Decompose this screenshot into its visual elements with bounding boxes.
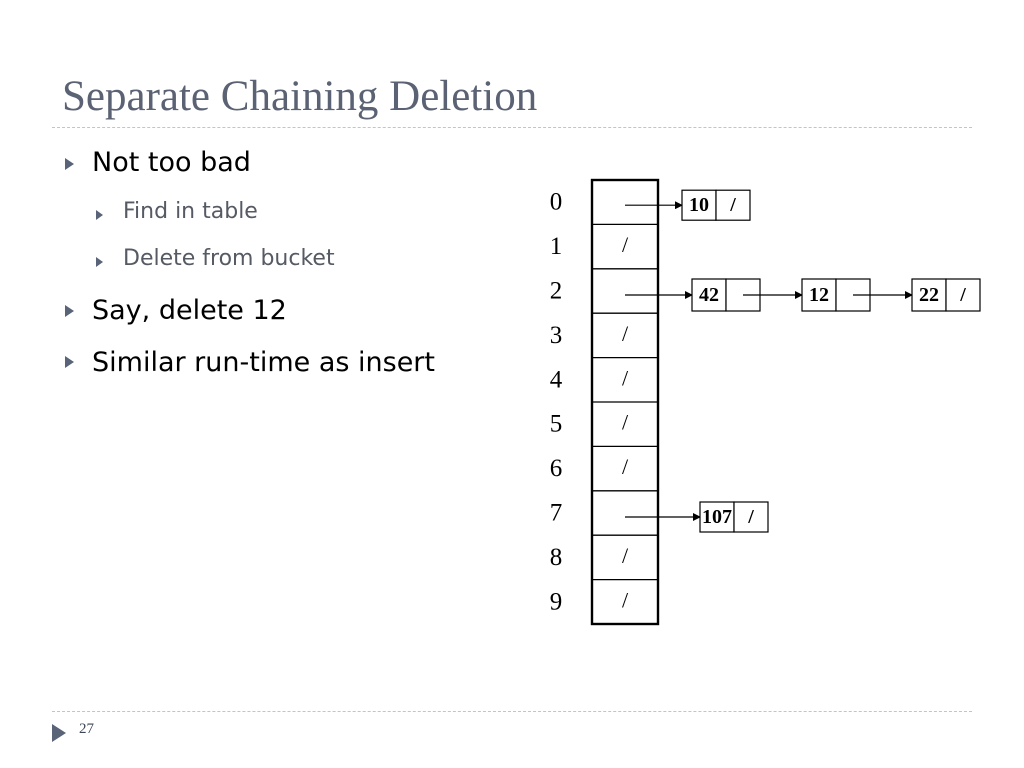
null-slash: / (622, 232, 629, 257)
footer-arrow-icon (52, 724, 66, 742)
bucket-index: 2 (550, 278, 563, 305)
list-node: 10 / (681, 189, 751, 221)
bucket-index: 8 (550, 544, 563, 571)
bullet-text: Find in table (123, 199, 258, 224)
slide-title: Separate Chaining Deletion (62, 73, 538, 120)
bullet-text: Delete from bucket (123, 246, 335, 271)
list-node: 107 / (699, 501, 769, 533)
hash-table: 0 1 / 2 3 / 4 / 5 / 6 / 7 8 / 9 / (550, 178, 660, 626)
null-slash: / (622, 410, 629, 435)
node-null-slash: / (959, 284, 966, 306)
bucket-index: 9 (550, 588, 563, 615)
footer-divider (52, 711, 972, 712)
table-border (590, 178, 660, 626)
bucket-index: 1 (550, 233, 563, 260)
bullet-arrow-icon (96, 210, 103, 220)
node-value-cell (801, 278, 837, 312)
bullet-arrow-icon (65, 356, 74, 368)
bullet-text: Say, delete 12 (92, 295, 287, 326)
list-node: 22 / (911, 278, 981, 312)
bucket-index: 0 (550, 189, 563, 216)
bucket-index: 3 (550, 322, 563, 349)
chain-layer: 10 / 42 12 22 / 107 / (625, 189, 981, 533)
node-value: 42 (699, 284, 719, 306)
node-value-cell (911, 278, 947, 312)
bullet-text: Similar run-time as insert (92, 347, 435, 378)
bullet-text: Not too bad (92, 147, 251, 178)
null-slash: / (622, 587, 629, 612)
bucket-index: 7 (550, 500, 563, 527)
page-number: 27 (79, 721, 94, 737)
null-slash: / (622, 454, 629, 479)
node-value: 107 (702, 506, 732, 528)
bullet-arrow-icon (65, 158, 74, 170)
bullet-arrow-icon (96, 257, 103, 267)
node-next-cell (945, 278, 981, 312)
node-next-cell (733, 501, 769, 533)
null-slash: / (622, 321, 629, 346)
node-null-slash: / (729, 194, 736, 216)
title-divider (52, 127, 972, 128)
bucket-index: 6 (550, 455, 563, 482)
node-value: 22 (919, 284, 939, 306)
null-slash: / (622, 365, 629, 390)
node-next-cell (715, 189, 751, 221)
node-value: 10 (689, 194, 709, 216)
node-value: 12 (809, 284, 829, 306)
bucket-index: 5 (550, 411, 563, 438)
bullet-arrow-icon (65, 305, 74, 317)
bucket-index: 4 (550, 366, 563, 393)
null-slash: / (622, 543, 629, 568)
node-value-cell (691, 278, 727, 312)
node-null-slash: / (747, 506, 754, 528)
